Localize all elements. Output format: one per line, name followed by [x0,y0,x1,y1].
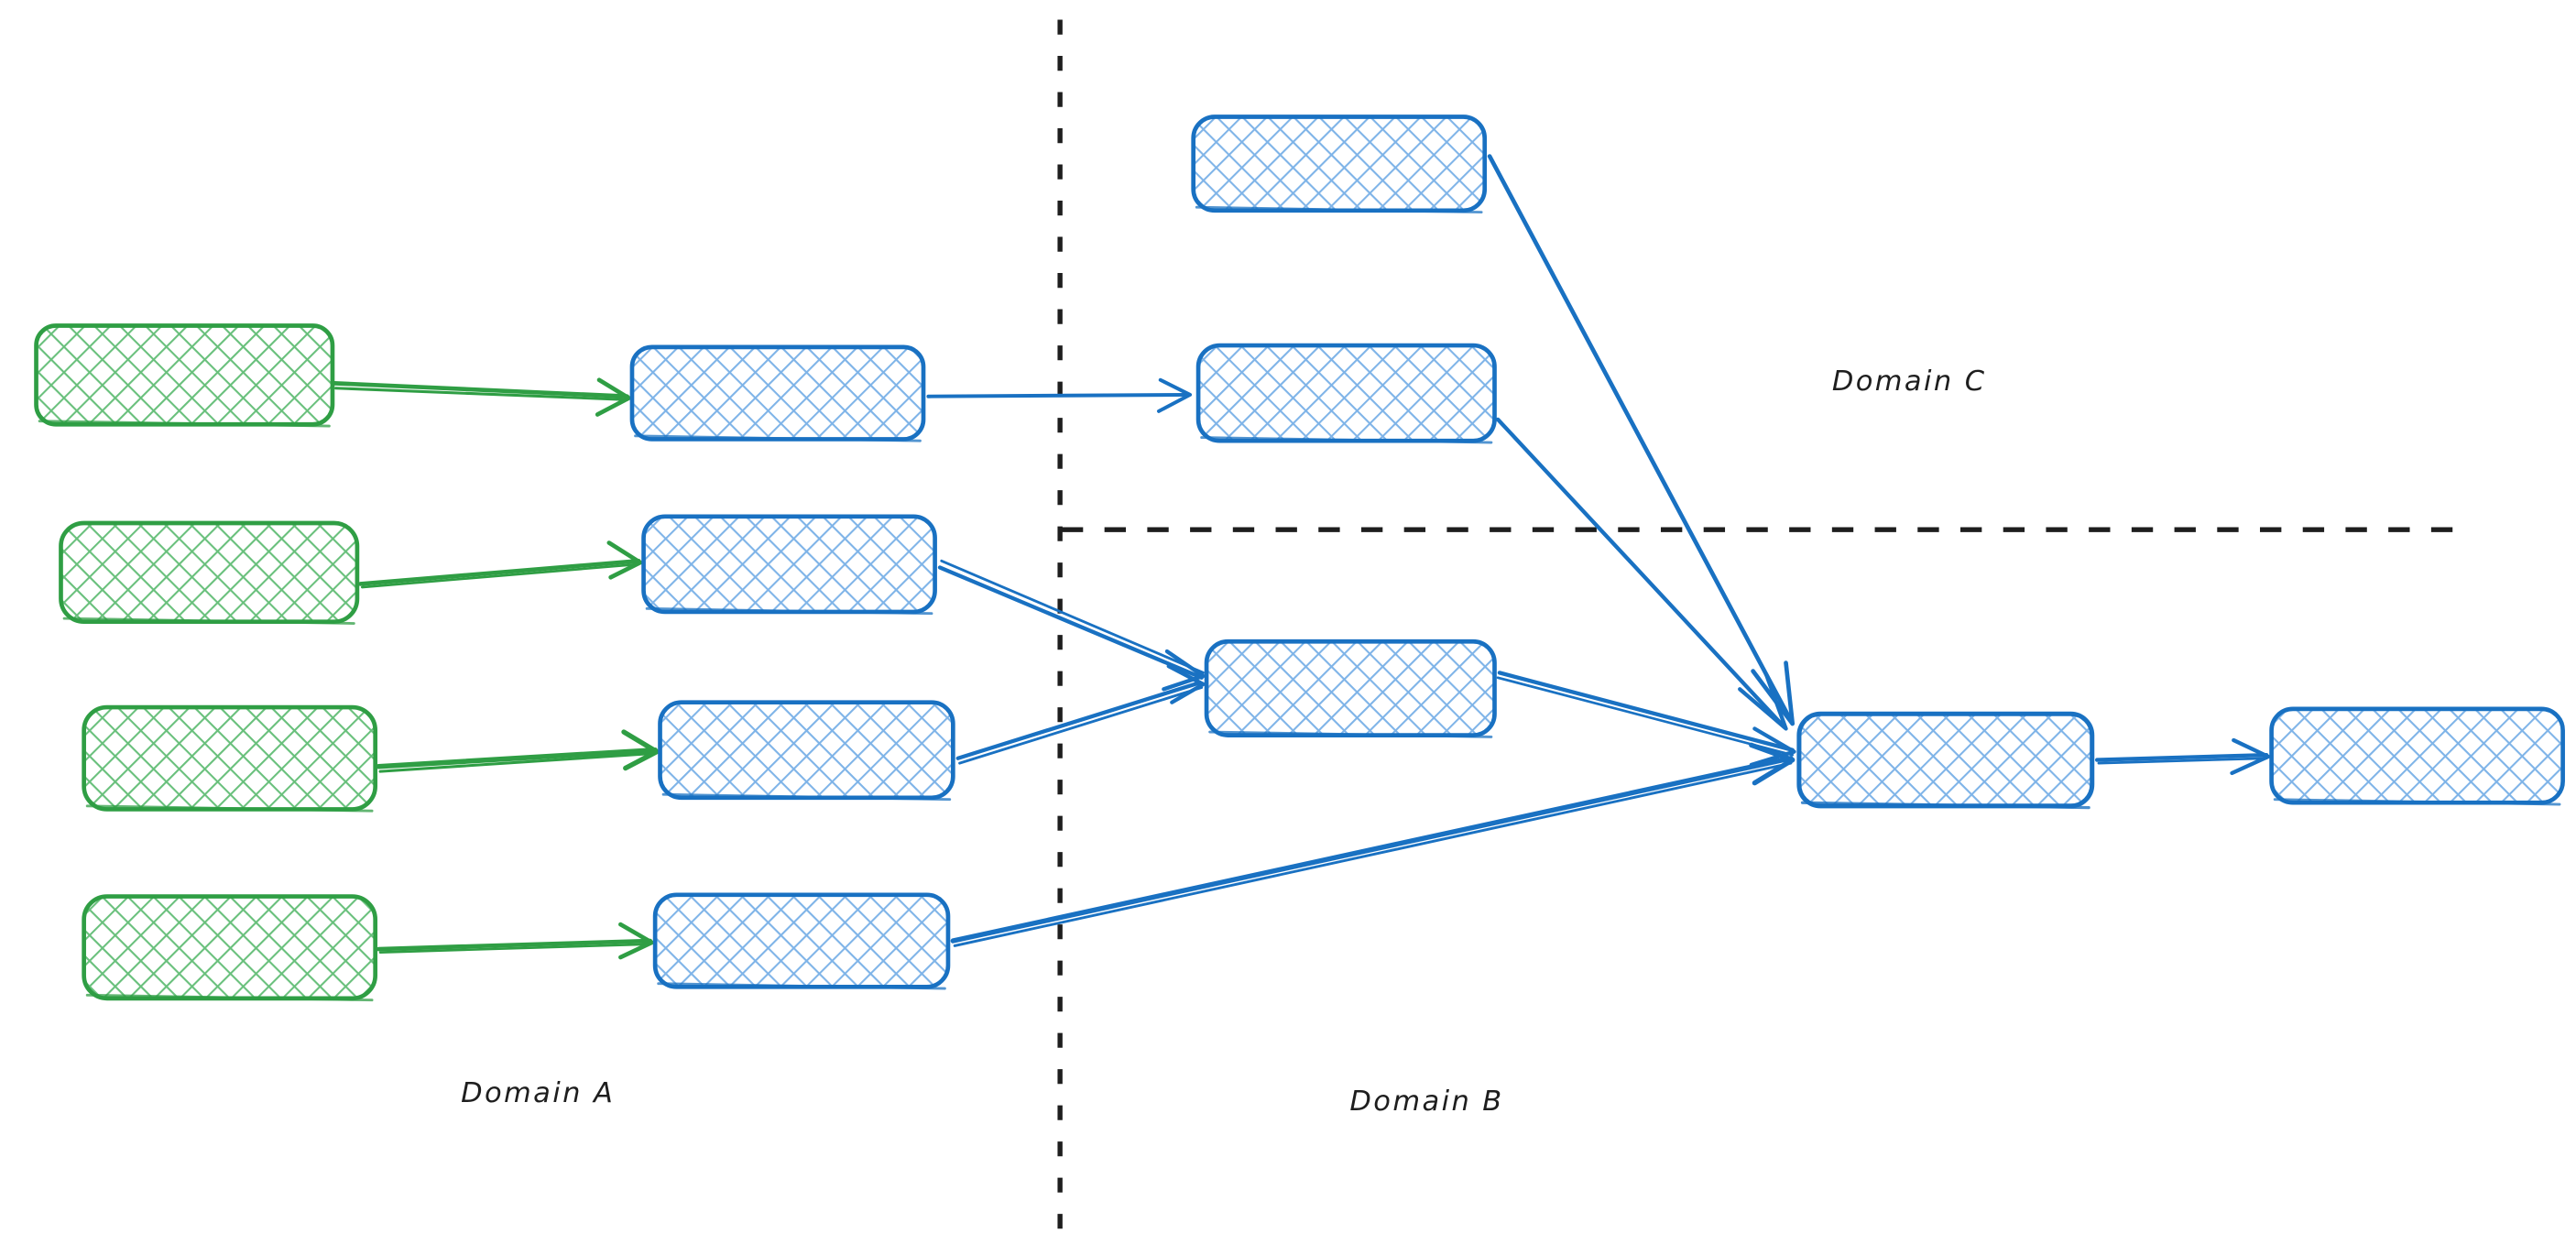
node-a4[interactable] [82,894,378,1002]
edge-b1-c2 [926,377,1193,413]
edge-m1-hub [1496,671,1796,768]
edge-b2-m1 [937,559,1206,692]
edge-a4-b4 [376,922,654,960]
edge-a3-b3 [376,729,660,773]
edge-b3-m1 [955,664,1206,765]
edge-c2-hub [1495,417,1788,731]
node-b1[interactable] [629,344,926,442]
node-b4[interactable] [652,892,951,990]
domain-label-a: Domain A [461,1077,616,1110]
node-a3[interactable] [82,704,378,813]
node-b3[interactable] [658,700,955,802]
node-m1[interactable] [1204,638,1497,738]
node-a2[interactable] [59,520,360,625]
edge-a2-b2 [358,540,643,589]
edge-layer [332,154,2271,960]
node-b2[interactable] [641,514,937,616]
node-hub[interactable] [1796,711,2095,810]
edge-a1-b1 [332,377,631,417]
node-c1[interactable] [1191,115,1488,214]
node-out[interactable] [2269,706,2565,806]
node-c2[interactable] [1195,343,1497,444]
edge-hub-out [2094,737,2271,776]
domain-label-b: Domain B [1349,1086,1504,1119]
domain-label-c: Domain C [1831,365,1987,398]
edge-c1-hub [1487,154,1796,726]
node-layer [34,115,2565,1002]
node-a1[interactable] [34,323,335,428]
edge-b4-hub [950,742,1796,947]
divider-layer [1057,19,2456,1244]
